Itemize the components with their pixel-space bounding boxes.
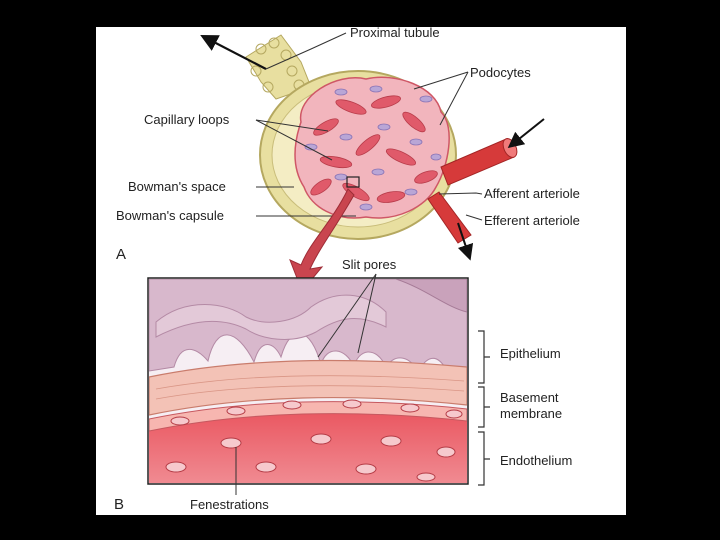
glomerulus-figure: Proximal tubule Podocytes Capillary loop… xyxy=(96,27,626,515)
panel-label-a: A xyxy=(116,246,126,263)
label-basement-line2: membrane xyxy=(500,406,562,421)
label-efferent-arteriole: Efferent arteriole xyxy=(484,213,580,228)
label-bowmans-space: Bowman's space xyxy=(128,179,226,194)
panel-a-glomerulus: Proximal tubule Podocytes Capillary loop… xyxy=(116,27,580,263)
label-capillary-loops: Capillary loops xyxy=(144,112,230,127)
label-proximal-tubule: Proximal tubule xyxy=(350,27,440,40)
label-slit-pores: Slit pores xyxy=(342,257,397,272)
label-bowmans-capsule: Bowman's capsule xyxy=(116,208,224,223)
layer-brackets xyxy=(478,331,490,485)
label-fenestrations: Fenestrations xyxy=(190,497,269,512)
efferent-arteriole-shape xyxy=(428,192,471,243)
label-epithelium: Epithelium xyxy=(500,346,561,361)
label-basement-line1: Basement xyxy=(500,390,559,405)
figure-svg: Proximal tubule Podocytes Capillary loop… xyxy=(96,27,626,515)
label-endothelium: Endothelium xyxy=(500,453,572,468)
panel-label-b: B xyxy=(114,496,124,513)
label-afferent-arteriole: Afferent arteriole xyxy=(484,186,580,201)
afferent-flow-arrow xyxy=(514,119,544,143)
panel-b-filtration-membrane: Slit pores Epithelium Basement membrane … xyxy=(114,257,572,513)
label-podocytes: Podocytes xyxy=(470,65,531,80)
